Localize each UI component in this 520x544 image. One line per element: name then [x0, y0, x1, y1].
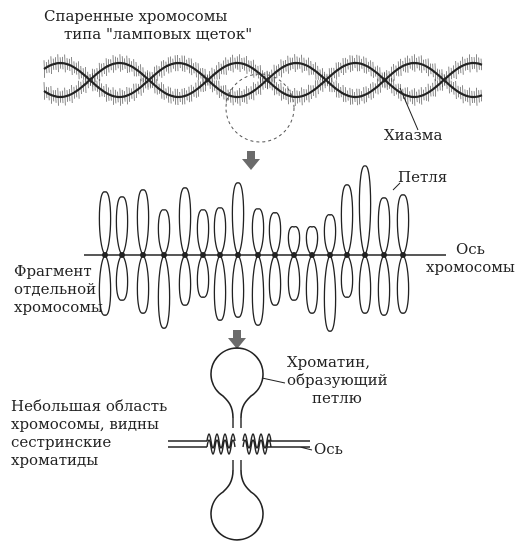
- chromomere: [291, 252, 297, 258]
- region-line-1: Небольшая область: [11, 397, 168, 415]
- title-line-1: Спаренные хромосомы: [44, 7, 228, 25]
- chromatin-loop: [213, 253, 227, 321]
- chromomere: [344, 252, 350, 258]
- chromomere: [400, 252, 406, 258]
- chromatin-loop: [323, 214, 337, 256]
- fragment-line-1: Фрагмент: [14, 262, 92, 280]
- coiled-chromatin: [206, 439, 236, 455]
- coiled-chromatin: [206, 433, 236, 449]
- coiled-chromatin: [242, 439, 272, 455]
- chromatin-loop: [251, 253, 265, 326]
- chromatin-loop: [136, 189, 150, 257]
- chromomere: [140, 252, 146, 258]
- chromatin-loop: [396, 194, 410, 257]
- upper-loop: [210, 347, 264, 419]
- chromosome-strand: [43, 54, 483, 106]
- chromomere: [381, 252, 387, 258]
- chromatin-loop: [213, 207, 227, 256]
- chromatin-loop: [157, 209, 171, 256]
- chromomere: [119, 252, 125, 258]
- fragment-label: Фрагмент отдельной хромосомы: [14, 262, 103, 316]
- chromatin-line-1: Хроматин,: [287, 353, 370, 371]
- chromatin-loop: [136, 254, 150, 314]
- chromatin-loop: [178, 187, 192, 257]
- down-arrow-2: [228, 330, 246, 349]
- region-line-3: сестринские: [11, 433, 112, 451]
- chromatin-label: Хроматин, образующий петлю: [287, 353, 388, 407]
- chromatin-line-3: петлю: [312, 389, 362, 407]
- chromomere: [161, 252, 167, 258]
- chromatin-loop: [358, 165, 372, 257]
- chromomere: [200, 252, 206, 258]
- chromomere: [217, 252, 223, 258]
- chromatin-loop: [268, 212, 282, 256]
- chromomere: [235, 252, 241, 258]
- loop-label: Петля: [398, 168, 448, 186]
- small-region-detail: [168, 347, 313, 541]
- chromatin-loop: [358, 254, 372, 314]
- strand-axis: [43, 61, 483, 99]
- region-line-2: хромосомы, видны: [11, 415, 159, 433]
- chromatin-loop: [340, 184, 354, 257]
- chromatin-loop: [396, 254, 410, 314]
- chromatin-loop: [268, 254, 282, 306]
- chromatin-loop: [323, 253, 337, 332]
- axis-line-1: Ось: [456, 240, 485, 258]
- chiasma-label: Хиазма: [384, 126, 443, 144]
- chromatin-loop: [305, 226, 319, 256]
- title-line-2: типа "ламповых щеток": [64, 25, 253, 43]
- chromatin-loop: [157, 253, 171, 329]
- loop-leader-line: [392, 182, 401, 191]
- strand-axis: [43, 61, 483, 99]
- chromatin-loop: [251, 208, 265, 256]
- lower-loop: [210, 469, 264, 541]
- zoom-circle: [225, 73, 295, 143]
- fragment-line-2: отдельной: [14, 280, 97, 298]
- axis-line-2: хромосомы: [426, 258, 515, 276]
- chromatin-line-2: образующий: [287, 371, 388, 389]
- chromomere: [102, 252, 108, 258]
- chromatin-loop: [115, 254, 129, 301]
- chromatin-loop: [231, 253, 245, 318]
- coiled-chromatin: [242, 433, 272, 449]
- paired-chromosomes: [43, 54, 483, 106]
- chromatin-leader-line: [261, 377, 286, 384]
- paired-chromosomes-title: Спаренные хромосомы типа "ламповых щеток…: [44, 7, 253, 43]
- fragment-line-3: хромосомы: [14, 298, 103, 316]
- chromatin-loop: [196, 209, 210, 256]
- chromosome-fragment: [84, 165, 446, 332]
- region-line-4: хроматиды: [11, 451, 99, 469]
- chromatin-loop: [287, 254, 301, 301]
- chromatin-loop: [305, 254, 319, 314]
- chromomere: [272, 252, 278, 258]
- chiasma-leader-line: [399, 87, 419, 131]
- chromatin-loop: [377, 253, 391, 316]
- chromatin-loop: [340, 254, 354, 298]
- chromatin-loop: [98, 191, 112, 257]
- small-region-label: Небольшая область хромосомы, видны сестр…: [11, 397, 167, 469]
- chromatin-loop: [287, 226, 301, 256]
- detail-axis-label: Ось: [314, 440, 343, 458]
- chromatin-loop: [231, 182, 245, 257]
- chromomere: [327, 252, 333, 258]
- chromatin-loop: [98, 253, 112, 316]
- chromomere: [309, 252, 315, 258]
- chromomere: [182, 252, 188, 258]
- axis-leader-line: [299, 446, 313, 451]
- chromomere: [362, 252, 368, 258]
- chromatin-loop: [196, 254, 210, 298]
- axis-label: Ось хромосомы: [426, 240, 515, 276]
- down-arrow-1: [242, 151, 260, 170]
- chromomere: [255, 252, 261, 258]
- chromatin-loop: [377, 197, 391, 256]
- chromosome-strand: [43, 54, 483, 106]
- chromatin-loop: [115, 196, 129, 256]
- chromatin-loop: [178, 254, 192, 306]
